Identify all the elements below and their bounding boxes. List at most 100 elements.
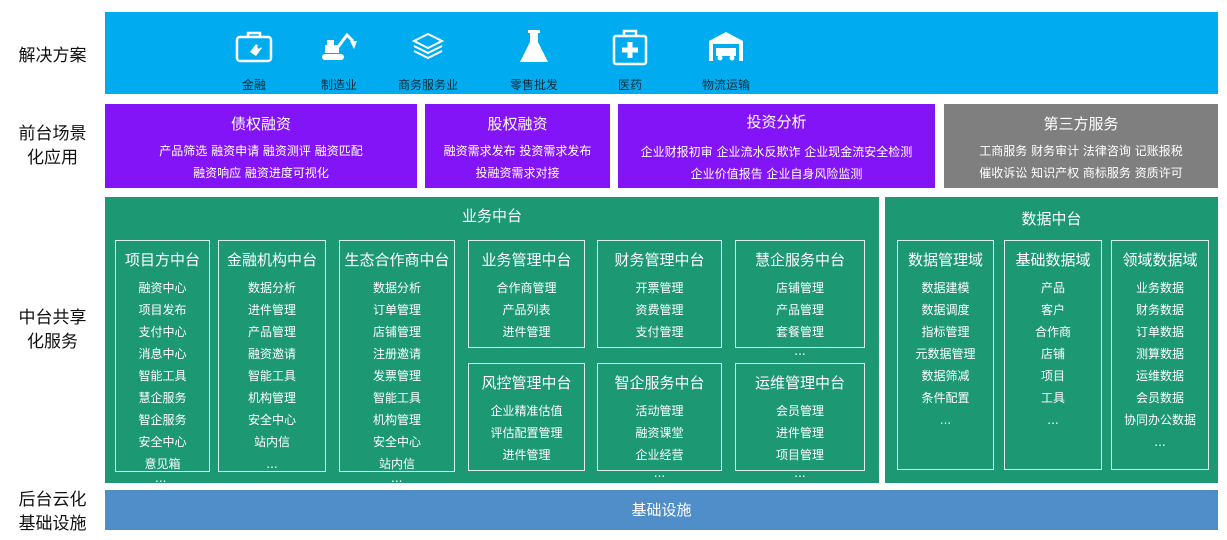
solution-pharma[interactable]: 医药: [575, 12, 685, 94]
card-item: 数据建模: [921, 281, 970, 295]
row-label-front: 前台场景 化应用: [0, 122, 105, 170]
row-label-front-line1: 前台场景: [18, 124, 87, 144]
card-item: 智能工具: [138, 369, 187, 383]
card-item: 产品管理: [247, 325, 296, 339]
infrastructure-bar[interactable]: 基础设施: [105, 490, 1218, 530]
solution-label: 医药: [617, 78, 642, 92]
front-line: 工商服务 财务审计 法律咨询 记账报税: [979, 144, 1183, 158]
card-item: 开票管理: [635, 281, 684, 295]
card-title: 基础数据域: [1015, 251, 1091, 269]
card-domain-data-domain[interactable]: 领域数据域 业务数据 财务数据 订单数据 测算数据 运维数据 会员数据 协同办公…: [1111, 240, 1209, 470]
card-item: 业务数据: [1135, 281, 1184, 295]
card-data-management-domain[interactable]: 数据管理域 数据建模 数据调度 指标管理 元数据管理 数据筛减 条件配置 ...: [897, 240, 994, 470]
excavator-icon: [322, 32, 357, 60]
card-item: 融资课堂: [635, 426, 684, 440]
card-item: 店铺管理: [372, 325, 421, 339]
card-item: 元数据管理: [915, 347, 976, 361]
card-item: 项目管理: [775, 448, 824, 462]
card-item: 会员数据: [1135, 391, 1184, 405]
card-title: 项目方中台: [124, 251, 200, 269]
solution-label: 商务服务业: [397, 78, 458, 92]
card-item: 店铺: [1040, 347, 1065, 361]
solution-label: 制造业: [320, 78, 357, 92]
card-item: 套餐管理: [775, 325, 824, 339]
first-aid-icon: [612, 29, 648, 66]
card-item: 安全中心: [247, 413, 296, 427]
card-item: ...: [1047, 413, 1059, 427]
business-title: 业务中台: [461, 207, 522, 225]
card-item: 进件管理: [775, 426, 824, 440]
front-title: 股权融资: [487, 115, 548, 133]
front-line: 投融资需求对接: [475, 166, 560, 180]
row-label-middle: 中台共享 化服务: [0, 306, 105, 354]
card-base-data-domain[interactable]: 基础数据域 产品 客户 合作商 店铺 项目 工具 ...: [1004, 240, 1102, 470]
card-business-mgmt[interactable]: 业务管理中台 合作商管理 产品列表 进件管理: [468, 240, 585, 348]
row-label-back-line1: 后台云化: [18, 490, 87, 510]
front-title: 第三方服务: [1043, 115, 1119, 133]
card-item: 进件管理: [502, 325, 551, 339]
infrastructure-label: 基础设施: [631, 501, 692, 519]
card-item: 融资中心: [138, 281, 187, 295]
front-debt-financing[interactable]: 债权融资 产品筛选 融资申请 融资测评 融资匹配 融资响应 融资进度可视化: [105, 104, 417, 188]
front-line: 企业财报初审 企业流水反欺诈 企业现金流安全检测: [640, 145, 913, 159]
card-huiqi-service[interactable]: 慧企服务中台 店铺管理 产品管理 套餐管理 ...: [735, 240, 865, 358]
solution-manufacturing[interactable]: 制造业: [284, 12, 394, 94]
card-item: 数据分析: [247, 281, 296, 295]
card-item: 消息中心: [138, 347, 187, 361]
card-item: 进件管理: [502, 448, 551, 462]
card-item: 企业经营: [635, 448, 684, 462]
solution-retail[interactable]: 零售批发: [479, 12, 589, 94]
row-label-middle-line1: 中台共享: [18, 308, 87, 328]
card-item: 评估配置管理: [490, 426, 563, 440]
solution-label: 金融: [241, 78, 266, 92]
card-item: 会员管理: [775, 404, 824, 418]
front-third-party[interactable]: 第三方服务 工商服务 财务审计 法律咨询 记账报税 催收诉讼 知识产权 商标服务…: [944, 104, 1218, 188]
card-finance-mgmt[interactable]: 财务管理中台 开票管理 资费管理 支付管理: [597, 240, 722, 348]
card-title: 业务管理中台: [481, 251, 572, 269]
solution-label: 零售批发: [509, 78, 558, 92]
business-middle-platform: 业务中台 项目方中台 融资中心 项目发布 支付中心 消息中心 智能工具 慧企服务…: [105, 197, 879, 485]
solution-business-services[interactable]: 商务服务业: [373, 12, 483, 94]
card-item: 慧企服务: [138, 391, 187, 405]
card-item: 项目: [1040, 369, 1065, 383]
front-title: 债权融资: [230, 115, 291, 133]
card-item: ...: [794, 466, 806, 480]
row-label-back-line2: 基础设施: [18, 514, 87, 534]
row-label-solutions: 解决方案: [18, 46, 87, 66]
card-item: 企业精准估值: [490, 404, 563, 418]
card-item: 进件管理: [247, 303, 296, 317]
card-title: 领域数据域: [1122, 251, 1198, 269]
card-item: 客户: [1040, 303, 1065, 317]
card-item: 测算数据: [1135, 347, 1184, 361]
card-item: 产品: [1040, 281, 1065, 295]
card-item: 协同办公数据: [1123, 413, 1196, 427]
card-item: 订单数据: [1135, 325, 1184, 339]
card-item: 安全中心: [138, 435, 187, 449]
card-item: 店铺管理: [775, 281, 824, 295]
card-item: 资费管理: [635, 303, 684, 317]
front-investment-analysis[interactable]: 投资分析 企业财报初审 企业流水反欺诈 企业现金流安全检测 企业价值报告 企业自…: [618, 104, 935, 188]
card-risk-mgmt[interactable]: 风控管理中台 企业精准估值 评估配置管理 进件管理: [468, 363, 585, 471]
card-item: 合作商: [1034, 325, 1071, 339]
row-label-front-line2: 化应用: [27, 148, 78, 168]
front-line: 融资需求发布 投资需求发布: [443, 144, 592, 158]
card-finance-org-center[interactable]: 金融机构中台 数据分析 进件管理 产品管理 融资邀请 智能工具 机构管理 安全中…: [218, 240, 326, 472]
card-item: 站内信: [378, 457, 415, 471]
front-equity-financing[interactable]: 股权融资 融资需求发布 投资需求发布 投融资需求对接: [425, 104, 610, 188]
card-item: 数据筛减: [921, 369, 970, 383]
card-ops-mgmt[interactable]: 运维管理中台 会员管理 进件管理 项目管理 ...: [735, 363, 865, 480]
card-eco-partner-center[interactable]: 生态合作商中台 数据分析 订单管理 店铺管理 注册邀请 发票管理 智能工具 机构…: [339, 240, 455, 472]
ellipsis: ...: [391, 471, 403, 485]
card-title: 慧企服务中台: [754, 251, 845, 269]
front-line: 催收诉讼 知识产权 商标服务 资质许可: [979, 166, 1183, 180]
card-title: 风控管理中台: [481, 374, 572, 392]
data-title: 数据中台: [1021, 210, 1082, 228]
solution-finance[interactable]: 金融: [199, 12, 309, 94]
card-zhiqi-service[interactable]: 智企服务中台 活动管理 融资课堂 企业经营 ...: [597, 363, 722, 480]
card-item: 机构管理: [372, 413, 421, 427]
card-project-center[interactable]: 项目方中台 融资中心 项目发布 支付中心 消息中心 智能工具 慧企服务 智企服务…: [115, 240, 210, 472]
solutions-band: 金融 制造业 商务服务业 零售批发 医药: [105, 12, 1218, 94]
solution-logistics[interactable]: 物流运输: [671, 12, 781, 94]
front-title: 投资分析: [746, 113, 807, 131]
card-item: 融资邀请: [247, 347, 296, 361]
